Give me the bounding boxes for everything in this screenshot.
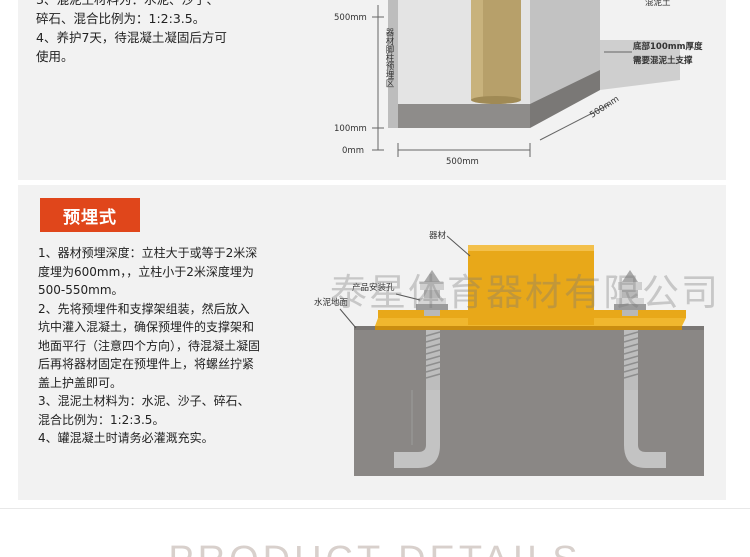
watermark-text: 泰星体育器材有限公司 xyxy=(330,271,720,314)
product-details-heading: PRODUCT DETAILS xyxy=(0,540,750,557)
pit-diagram: 500mm 100mm 0mm 器材脚柱预埋区 500mm 500mm 底部10… xyxy=(334,0,703,167)
section-divider xyxy=(0,508,750,509)
bottom-note-line-1: 底部100mm厚度 xyxy=(633,41,703,52)
section-title-embedded: 预埋式 xyxy=(40,198,140,232)
label-100mm: 100mm xyxy=(334,124,367,134)
bottom-note-line-2: 需要混泥土支撑 xyxy=(633,55,693,66)
top-right-note: 混泥土 xyxy=(645,0,671,8)
left-anchor-bolt xyxy=(394,270,448,468)
label-equipment: 器材 xyxy=(429,230,447,241)
pit-left-wall xyxy=(388,0,400,128)
top-line-1: 3、混泥土材料为：水泥、沙子、 xyxy=(36,0,276,9)
equipment-base xyxy=(468,245,594,325)
top-line-3: 4、养护7天，待混凝土凝固后方可 xyxy=(36,30,227,45)
label-mounting-hole: 产品安装孔 xyxy=(352,282,395,293)
instruction-4: 4、罐混凝土时请务必灌溉充实。 xyxy=(38,431,214,445)
svg-text:器材脚柱预埋区: 器材脚柱预埋区 xyxy=(384,28,394,88)
depth-dimension-line xyxy=(539,103,611,141)
concrete-base xyxy=(398,104,530,128)
label-0mm: 0mm xyxy=(342,146,364,156)
concrete-base-side xyxy=(530,70,600,128)
zone-label: 器材脚柱预埋区 xyxy=(384,28,394,88)
instruction-3: 3、混泥土材料为：水泥、沙子、碎石、混合比例为：1:2:3.5。 xyxy=(38,394,250,427)
instruction-1: 1、器材预埋深度：立柱大于或等于2米深度埋为600mm，，立柱小于2米深度埋为5… xyxy=(38,246,258,297)
embedded-instructions: 1、器材预埋深度：立柱大于或等于2米深度埋为600mm，，立柱小于2米深度埋为5… xyxy=(38,244,260,448)
top-instructions: 3、混泥土材料为：水泥、沙子、 碎石、混合比例为：1:2:3.5。 4、养护7天… xyxy=(36,0,276,66)
instruction-2: 2、先将预埋件和支撑架组装，然后放入坑中灌入混凝土，确保预埋件的支撑架和地面平行… xyxy=(38,301,261,390)
top-line-4: 使用。 xyxy=(36,49,74,64)
label-500mm-width: 500mm xyxy=(446,157,479,167)
right-anchor-bolt xyxy=(614,270,666,468)
top-line-2: 碎石、混合比例为：1:2:3.5。 xyxy=(36,11,206,26)
label-500mm-height: 500mm xyxy=(334,13,367,23)
label-cement-ground: 水泥地面 xyxy=(314,297,349,308)
